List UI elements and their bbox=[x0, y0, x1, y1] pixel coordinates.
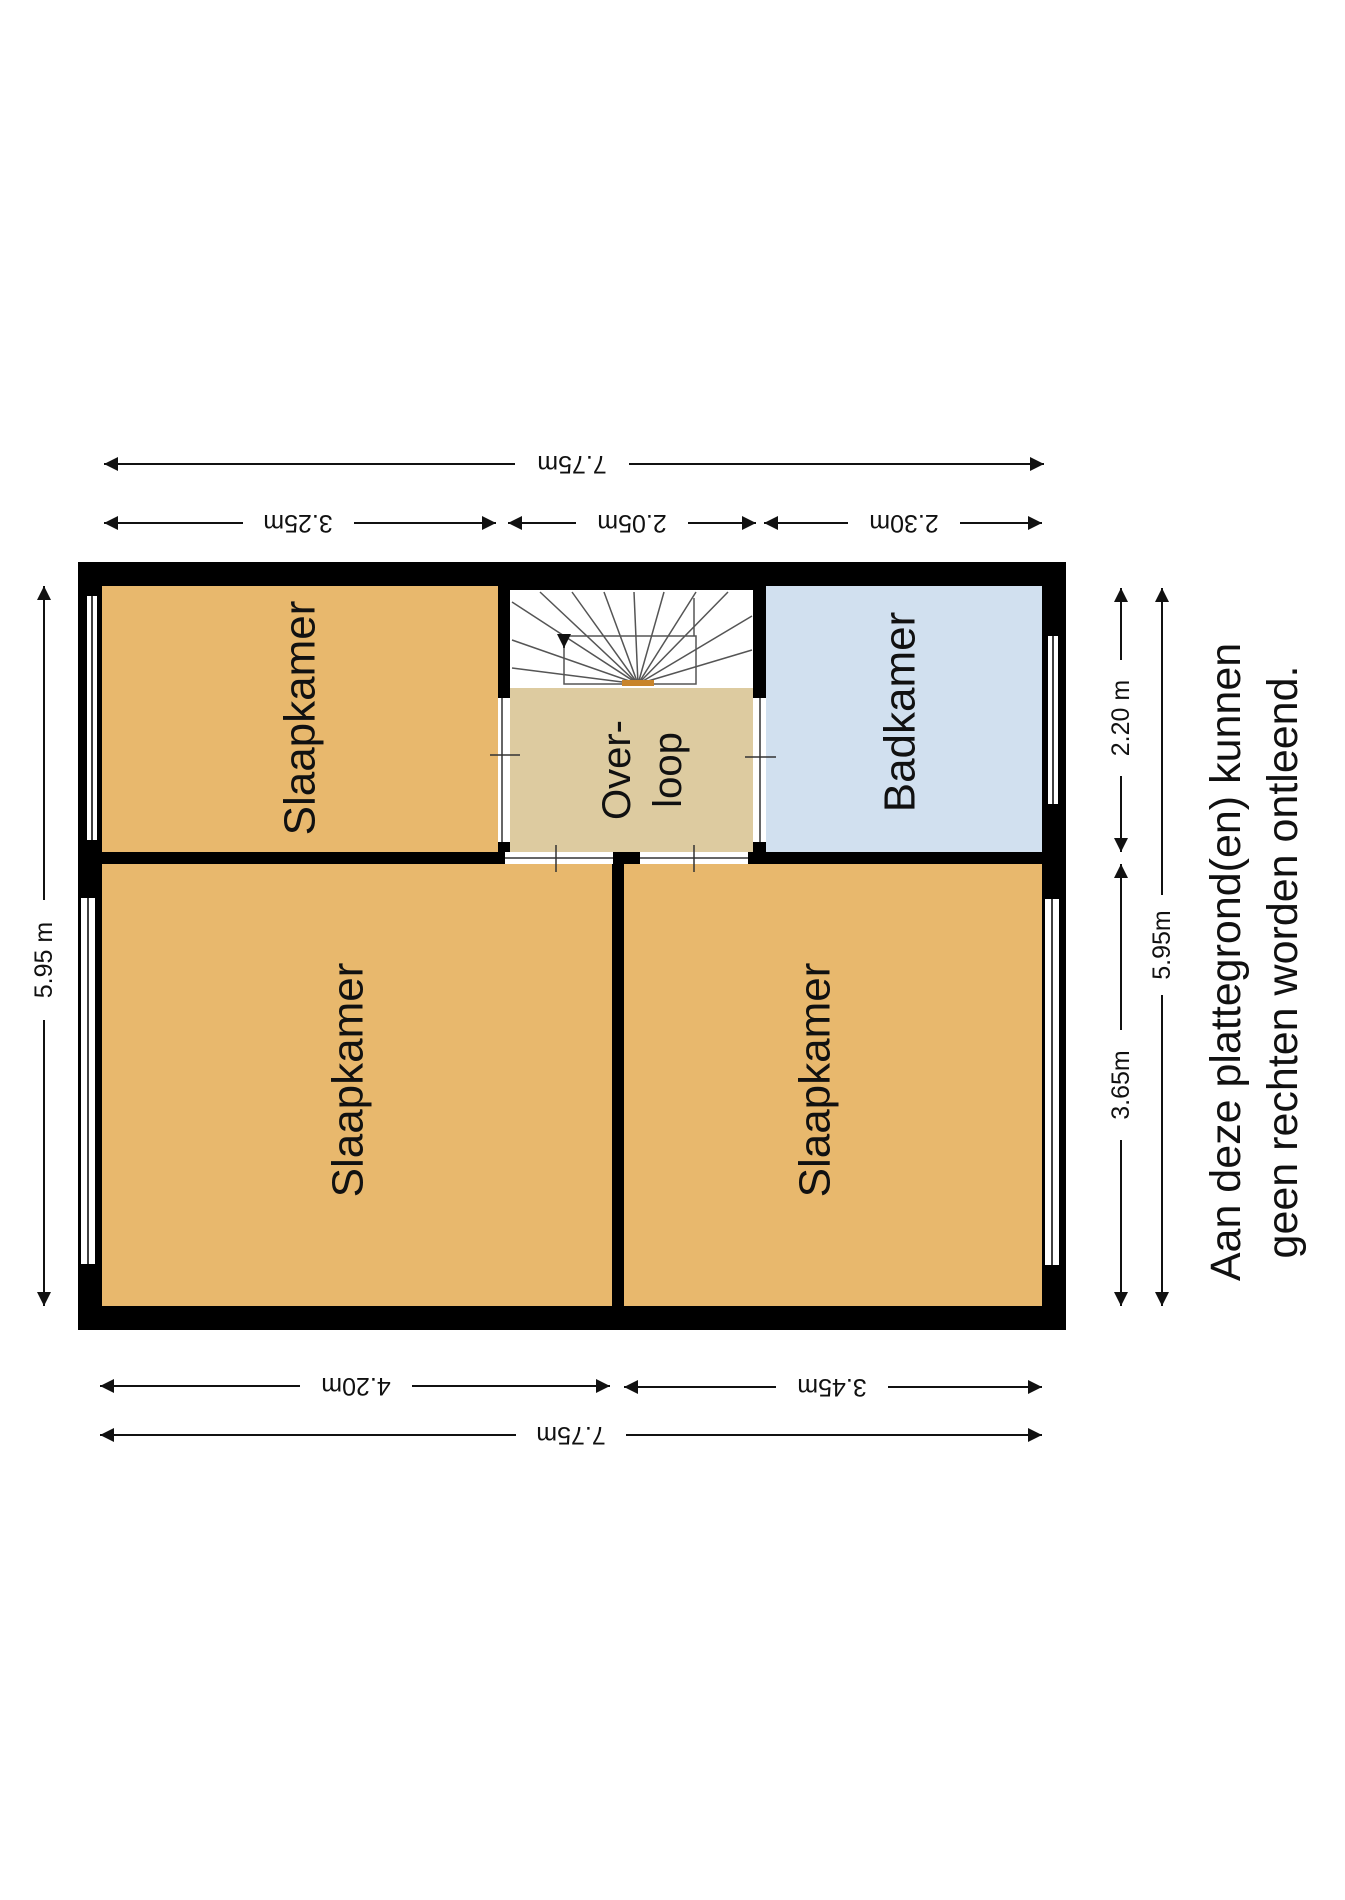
dim-right-lower-label: 3.65m bbox=[1107, 1050, 1135, 1119]
label-bedroom-top: Slaapkamer bbox=[276, 601, 325, 836]
dim-right-lower: 3.65m bbox=[1107, 864, 1135, 1306]
dim-top-left: 3.25m bbox=[104, 509, 496, 537]
dim-bottom-right-label: 3.45m bbox=[797, 1373, 866, 1401]
room-bedroom-right bbox=[624, 864, 1042, 1306]
room-landing bbox=[510, 688, 753, 852]
room-bathroom bbox=[766, 586, 1042, 852]
room-bedroom-top bbox=[102, 586, 498, 852]
label-bathroom: Badkamer bbox=[876, 612, 925, 813]
dim-bottom-total: 7.75m bbox=[100, 1421, 1042, 1449]
dim-right-total-label: 5.95m bbox=[1148, 910, 1176, 979]
dim-bottom-left: 4.20m bbox=[100, 1372, 610, 1400]
dim-bottom-right: 3.45m bbox=[624, 1373, 1042, 1401]
room-bedroom-left bbox=[102, 864, 612, 1306]
label-landing-line1: Over- bbox=[595, 720, 639, 820]
dim-top-middle: 2.05m bbox=[508, 509, 756, 537]
dim-left-total-label: 5.95 m bbox=[30, 922, 58, 998]
label-bedroom-left: Slaapkamer bbox=[324, 963, 373, 1198]
dim-right-upper-label: 2.20 m bbox=[1107, 680, 1135, 756]
disclaimer-line1: Aan deze plattegrond(en) kunnen bbox=[1202, 643, 1250, 1281]
dim-top-middle-label: 2.05m bbox=[597, 509, 666, 537]
dim-top-left-label: 3.25m bbox=[263, 509, 332, 537]
dim-right-total: 5.95m bbox=[1148, 588, 1176, 1306]
windows bbox=[79, 594, 1061, 1267]
dim-top-right-label: 2.30m bbox=[869, 509, 938, 537]
staircase bbox=[511, 591, 753, 685]
dim-top-total-label: 7.75m bbox=[537, 450, 606, 478]
label-bedroom-right: Slaapkamer bbox=[791, 963, 840, 1198]
dim-left-total: 5.95 m bbox=[30, 586, 58, 1306]
stair-landing-strip bbox=[622, 680, 654, 686]
label-landing-line2: loop bbox=[646, 732, 690, 808]
disclaimer-line2: geen rechten worden ontleend. bbox=[1259, 666, 1307, 1259]
dim-top-total: 7.75m bbox=[104, 450, 1044, 478]
dim-bottom-left-label: 4.20m bbox=[321, 1372, 390, 1400]
doors bbox=[490, 698, 776, 872]
dim-top-right: 2.30m bbox=[764, 509, 1042, 537]
dim-bottom-total-label: 7.75m bbox=[536, 1421, 605, 1449]
dim-right-upper: 2.20 m bbox=[1107, 588, 1135, 852]
